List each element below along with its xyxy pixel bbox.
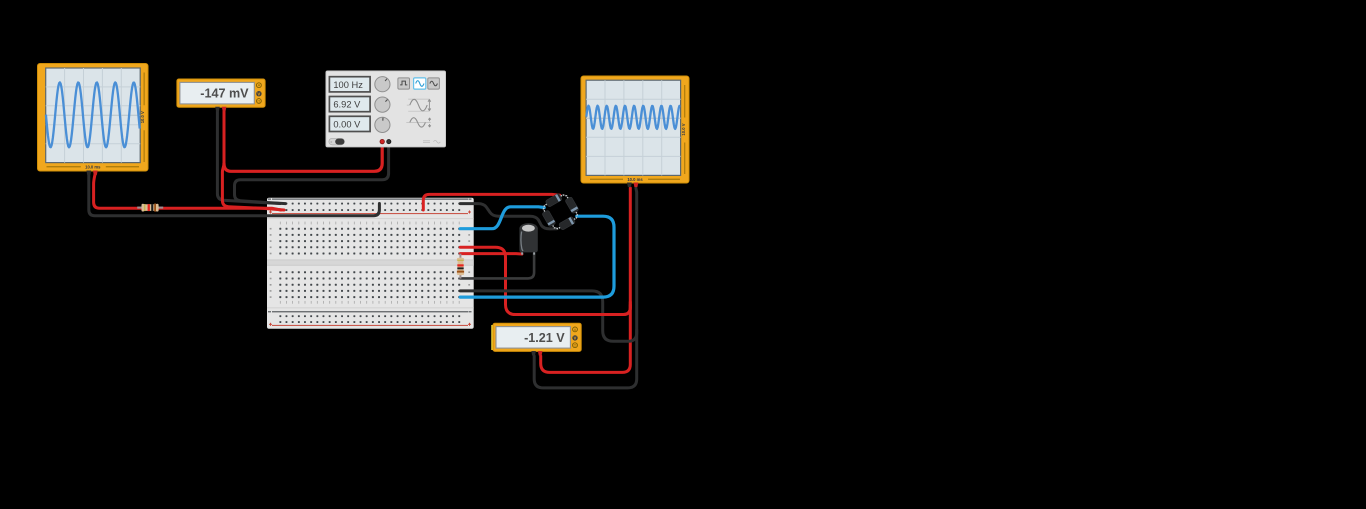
svg-text:100 Hz: 100 Hz [333, 80, 363, 90]
svg-text:0.00 V: 0.00 V [333, 119, 361, 129]
svg-text:A: A [574, 327, 577, 332]
svg-text:10.0 V: 10.0 V [140, 111, 145, 123]
svg-text:A: A [258, 83, 261, 88]
svg-text:-147 mV: -147 mV [200, 87, 249, 101]
svg-text:-1.21 V: -1.21 V [524, 331, 565, 345]
svg-text:10.0 ms: 10.0 ms [85, 164, 101, 169]
svg-text:10.0 V: 10.0 V [681, 123, 686, 135]
svg-text:6.92 V: 6.92 V [333, 100, 361, 110]
svg-text:Ω: Ω [257, 99, 260, 104]
svg-text:Ω: Ω [574, 343, 577, 348]
svg-text:=: = [330, 140, 332, 144]
svg-text:V: V [257, 91, 260, 96]
svg-text:10.0 ms: 10.0 ms [627, 177, 643, 182]
svg-text:V: V [574, 336, 577, 341]
